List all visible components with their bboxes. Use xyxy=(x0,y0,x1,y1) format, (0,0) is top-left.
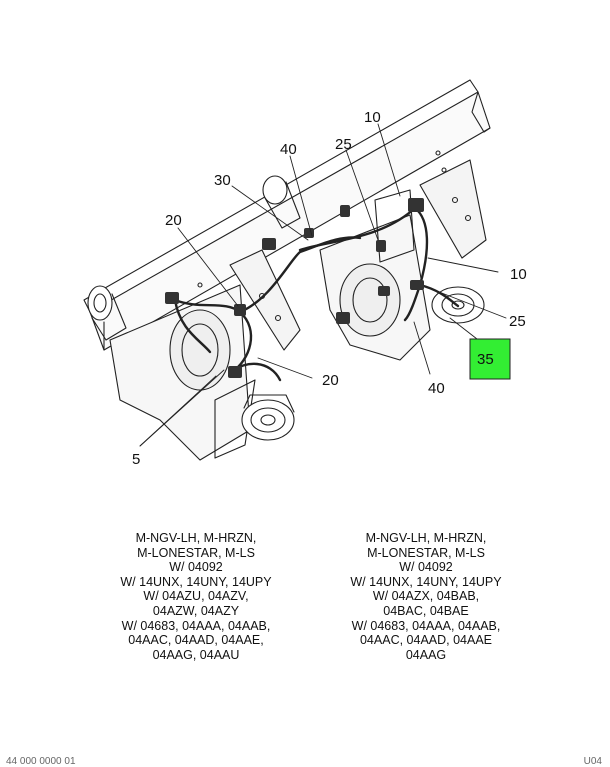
callout-30[interactable]: 30 xyxy=(214,172,231,189)
valve-fittings xyxy=(165,198,424,378)
caption-line: W/ 04092 xyxy=(399,560,453,575)
caption-line: M-LONESTAR, M-LS xyxy=(367,545,485,560)
brake-drum-front-right xyxy=(241,394,295,441)
caption-line: W/ 04092 xyxy=(169,560,223,575)
caption-line: W/ 04AZX, 04BAB, xyxy=(372,589,480,604)
caption-line: W/ 04683, 04AAA, 04AAB, xyxy=(121,618,271,633)
caption-line: 04AAC, 04AAD, 04AAE xyxy=(359,633,493,648)
caption-line: 04AAG xyxy=(405,647,447,662)
footer-code: U04 xyxy=(583,756,602,767)
footer-part-number: 44 000 0000 01 xyxy=(6,756,76,767)
caption-line: M-LONESTAR, M-LS xyxy=(137,545,255,560)
callout-40-top[interactable]: 40 xyxy=(280,141,297,158)
leader-lines xyxy=(139,123,507,447)
caption-line: 04AAC, 04AAD, 04AAE, xyxy=(128,633,264,648)
callout-25-right[interactable]: 25 xyxy=(509,313,526,330)
callout-5[interactable]: 5 xyxy=(132,451,140,468)
caption-line: 04AAG, 04AAU xyxy=(152,647,240,662)
caption-line: W/ 14UNX, 14UNY, 14UPY xyxy=(350,574,502,589)
caption-line: W/ 04683, 04AAA, 04AAB, xyxy=(351,618,501,633)
parts-diagram: 10 40 25 30 20 10 25 35 20 40 5 xyxy=(83,79,527,468)
callout-10-top[interactable]: 10 xyxy=(364,109,381,126)
caption-line: M-NGV-LH, M-HRZN, xyxy=(135,531,257,545)
caption-line: W/ 04AZU, 04AZV, xyxy=(143,589,249,604)
highlight-box-35[interactable] xyxy=(469,338,511,380)
front-axle-housing xyxy=(109,284,256,461)
callout-40-bottom[interactable]: 40 xyxy=(428,380,445,397)
caption-line: 04BAC, 04BAE xyxy=(383,603,469,618)
brake-drum-rear-left xyxy=(262,175,301,229)
callout-25-top[interactable]: 25 xyxy=(335,136,352,153)
callout-10-right[interactable]: 10 xyxy=(510,266,527,283)
crossmember-brackets xyxy=(229,159,487,351)
callout-20-left[interactable]: 20 xyxy=(165,212,182,229)
callout-20-bottom[interactable]: 20 xyxy=(322,372,339,389)
caption-line: W/ 14UNX, 14UNY, 14UPY xyxy=(120,574,272,589)
caption-left: M-NGV-LH, M-HRZN, M-LONESTAR, M-LS W/ 04… xyxy=(76,531,316,662)
caption-right: M-NGV-LH, M-HRZN, M-LONESTAR, M-LS W/ 04… xyxy=(306,531,546,662)
caption-line: M-NGV-LH, M-HRZN, xyxy=(365,531,487,545)
callout-35[interactable]: 35 xyxy=(477,351,494,368)
brake-drum-front-left xyxy=(87,285,127,341)
caption-line: 04AZW, 04AZY xyxy=(152,603,240,618)
